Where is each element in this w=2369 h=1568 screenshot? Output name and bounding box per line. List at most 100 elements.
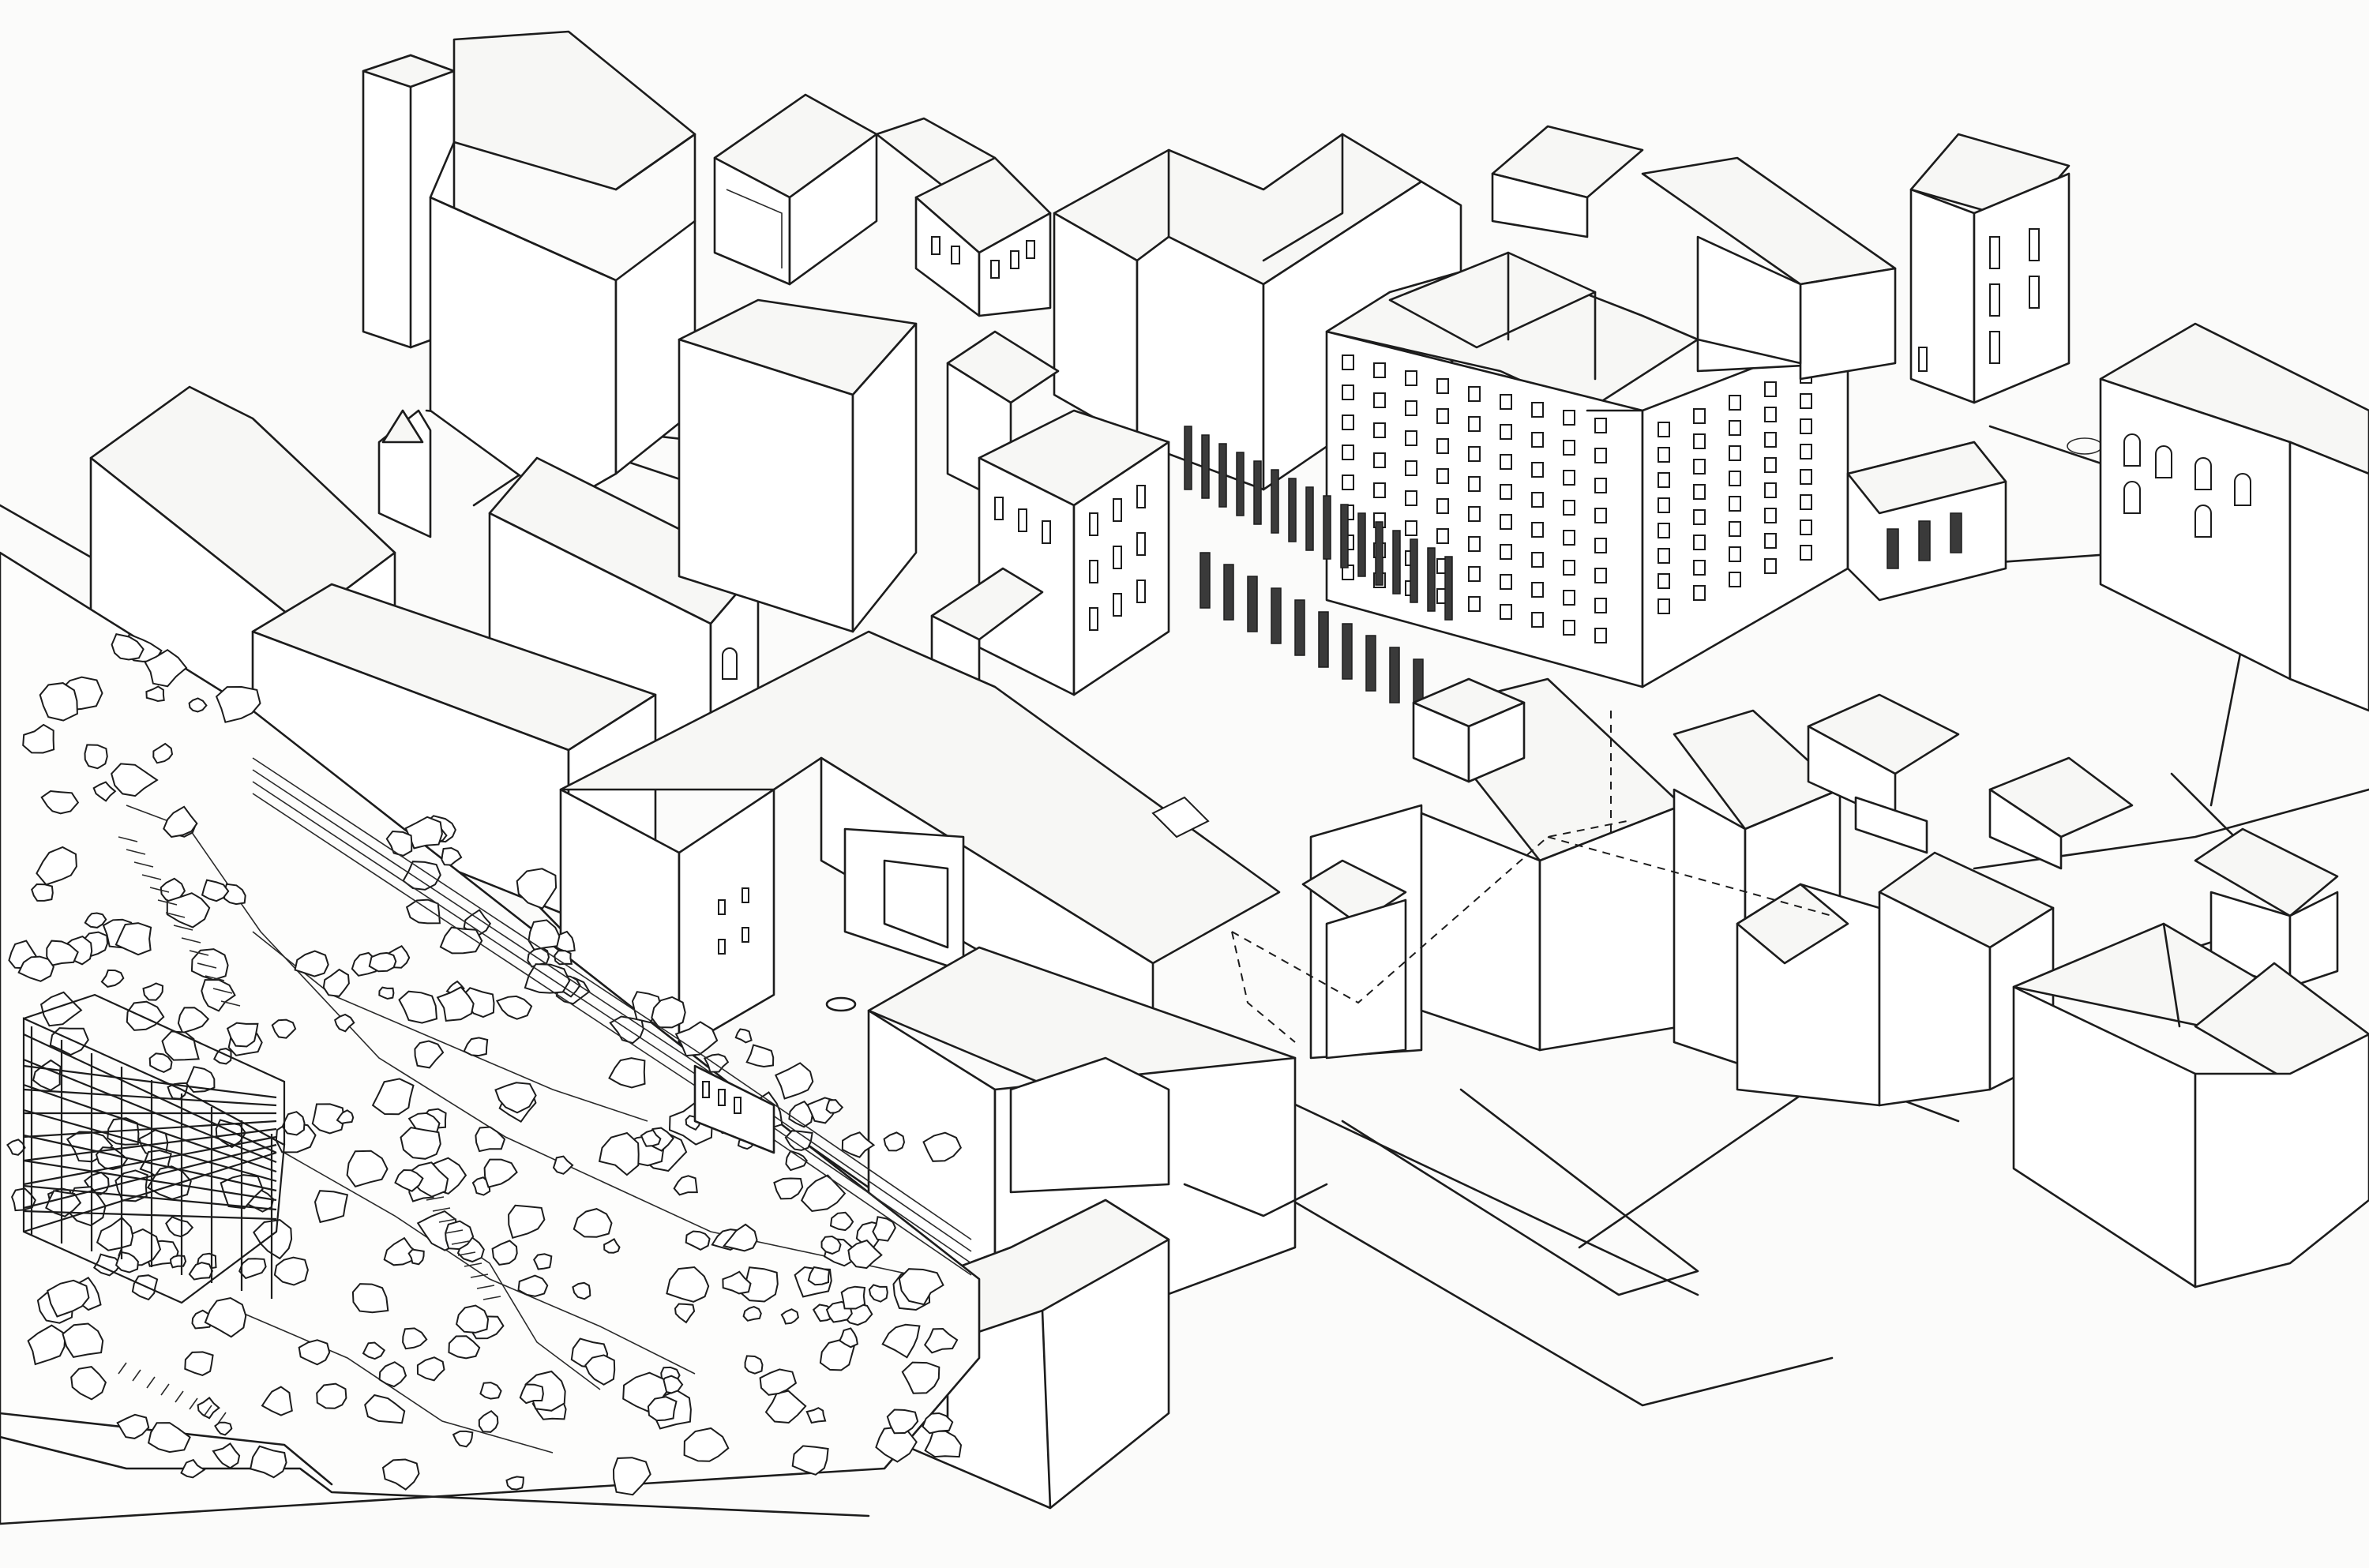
office-window <box>1800 520 1812 535</box>
tree <box>517 1274 549 1297</box>
office-window <box>1658 598 1670 614</box>
tree <box>436 986 475 1022</box>
office-window <box>1764 457 1777 473</box>
tree <box>722 1270 752 1295</box>
tree <box>483 1158 518 1188</box>
tree <box>226 1022 259 1048</box>
office-window <box>1342 354 1354 370</box>
trellis-rail <box>23 1143 277 1210</box>
tree <box>116 1413 150 1439</box>
office-window <box>1436 408 1449 424</box>
trellis-rail <box>23 1184 277 1211</box>
office-window <box>1500 484 1512 500</box>
tree <box>100 969 125 988</box>
tree <box>519 1383 544 1405</box>
office-window <box>1800 545 1812 561</box>
tree <box>92 781 117 802</box>
tree <box>820 1235 842 1255</box>
tree <box>742 1306 762 1322</box>
office-window <box>1500 394 1512 410</box>
tree <box>868 1284 888 1303</box>
office-window <box>1563 440 1575 456</box>
tree <box>780 1308 799 1325</box>
stair-step <box>464 1262 482 1267</box>
office-window <box>1373 482 1386 498</box>
tree <box>336 1109 355 1124</box>
office-window <box>1373 392 1386 408</box>
office-window <box>1594 478 1607 493</box>
tree <box>685 1230 711 1251</box>
portico-column <box>1365 635 1376 692</box>
tree <box>273 1256 309 1286</box>
tree <box>402 1327 428 1350</box>
tree <box>439 926 483 955</box>
colonnade-column <box>1305 486 1314 551</box>
tree <box>839 1327 859 1349</box>
tree <box>46 940 79 967</box>
stair-step <box>126 849 146 855</box>
tree <box>791 1445 829 1476</box>
tree <box>201 879 230 902</box>
tree <box>250 1445 287 1479</box>
tree <box>163 805 198 838</box>
tree <box>441 846 463 866</box>
office-window <box>1693 408 1706 424</box>
office-window <box>1405 370 1417 386</box>
tree <box>177 1007 210 1034</box>
portico-column <box>1223 564 1234 621</box>
office-window <box>1594 568 1607 583</box>
dashed-projection-lines <box>1231 711 1833 1043</box>
tree <box>84 744 108 770</box>
office-window <box>1800 469 1812 485</box>
colonnade-column <box>1218 443 1227 508</box>
tree <box>901 1361 940 1394</box>
tree <box>17 955 55 982</box>
tree <box>115 922 152 956</box>
office-window <box>1405 460 1417 476</box>
tree <box>261 1386 293 1416</box>
office-window <box>1658 422 1670 437</box>
office-window <box>1531 582 1544 598</box>
office-window <box>1500 604 1512 620</box>
tree <box>491 1240 518 1266</box>
office-window <box>1729 395 1741 411</box>
tree <box>144 649 188 688</box>
office-window <box>1373 422 1386 438</box>
office-window <box>1563 530 1575 546</box>
office-window <box>1693 509 1706 525</box>
tree <box>40 790 80 815</box>
tree <box>111 763 159 797</box>
tree <box>142 982 164 1001</box>
tree <box>683 1427 730 1462</box>
buildings-top-right <box>1491 125 1897 381</box>
tree <box>872 1216 896 1242</box>
tree <box>62 1322 104 1359</box>
tree <box>31 883 54 902</box>
office-window <box>1436 378 1449 394</box>
office-window <box>1658 447 1670 463</box>
tree <box>825 1099 844 1114</box>
trellis-rail <box>23 1127 277 1162</box>
tree <box>204 1296 247 1338</box>
tree <box>881 1323 921 1359</box>
office-window <box>1594 508 1607 523</box>
colonnade-column <box>1375 521 1383 586</box>
office-window <box>1594 598 1607 613</box>
tree <box>188 1262 213 1281</box>
stair-step <box>476 1285 495 1289</box>
office-window <box>1764 508 1777 523</box>
stair-step <box>181 937 201 943</box>
tree <box>407 1248 425 1266</box>
trellis-rail <box>23 1134 277 1192</box>
tree <box>898 1268 944 1306</box>
office-window <box>1468 416 1481 432</box>
tree <box>364 1394 406 1424</box>
tree <box>475 1126 506 1153</box>
tree <box>385 830 413 857</box>
tree <box>759 1368 798 1396</box>
tree <box>745 1044 775 1068</box>
tree <box>147 1422 191 1454</box>
office-window <box>1594 538 1607 553</box>
stair-step <box>165 912 186 918</box>
tree <box>744 1355 764 1375</box>
